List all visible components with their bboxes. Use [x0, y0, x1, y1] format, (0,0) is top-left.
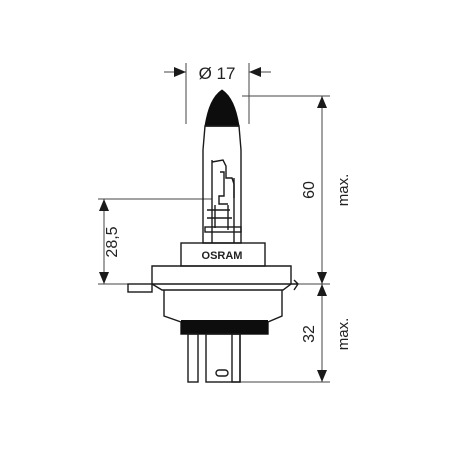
bulb-base: OSRAM: [127, 242, 299, 335]
height-lower-arrow-bottom: [317, 370, 327, 382]
pin-center: [205, 333, 241, 383]
height-overall-arrow-bottom: [317, 272, 327, 284]
bulb-cap: [204, 89, 240, 127]
base-flange: [151, 265, 292, 291]
bulb-glass: [202, 89, 242, 244]
filament-shield: [211, 159, 235, 198]
filament-base-bar: [204, 226, 242, 233]
height-overall-label: 60: [301, 181, 318, 199]
height-lower-arrow-top: [317, 284, 327, 296]
height-lower-qualifier: max.: [335, 318, 352, 351]
glass-envelope: [202, 125, 242, 244]
flange-tab-left: [127, 283, 153, 293]
filament-assembly: [204, 159, 242, 243]
connector-pins: [187, 333, 241, 383]
filament-height-dimension: 28,5: [98, 198, 212, 285]
filament-wire-mid: [207, 205, 232, 230]
pin-left: [187, 333, 199, 383]
pin-right: [231, 333, 241, 383]
flange-tab-right: [291, 279, 299, 291]
diameter-label: Ø 17: [199, 64, 236, 83]
height-overall-arrow-top: [317, 96, 327, 108]
filament-height-arrow-top: [99, 199, 109, 211]
height-dimensions: 60 max. 32 max.: [240, 95, 352, 383]
base-black-band: [181, 320, 268, 334]
diameter-dimension: Ø 17: [164, 63, 271, 124]
brand-label: OSRAM: [202, 250, 243, 262]
pin-center-slot: [215, 369, 229, 377]
diameter-arrow-left-head: [174, 67, 186, 77]
filament-height-label: 28,5: [104, 226, 121, 257]
filament-coil: [218, 171, 228, 205]
diameter-arrow-right-head: [249, 67, 261, 77]
height-lower-label: 32: [301, 325, 318, 343]
height-overall-qualifier: max.: [335, 174, 352, 207]
filament-height-arrow-bottom: [99, 272, 109, 284]
